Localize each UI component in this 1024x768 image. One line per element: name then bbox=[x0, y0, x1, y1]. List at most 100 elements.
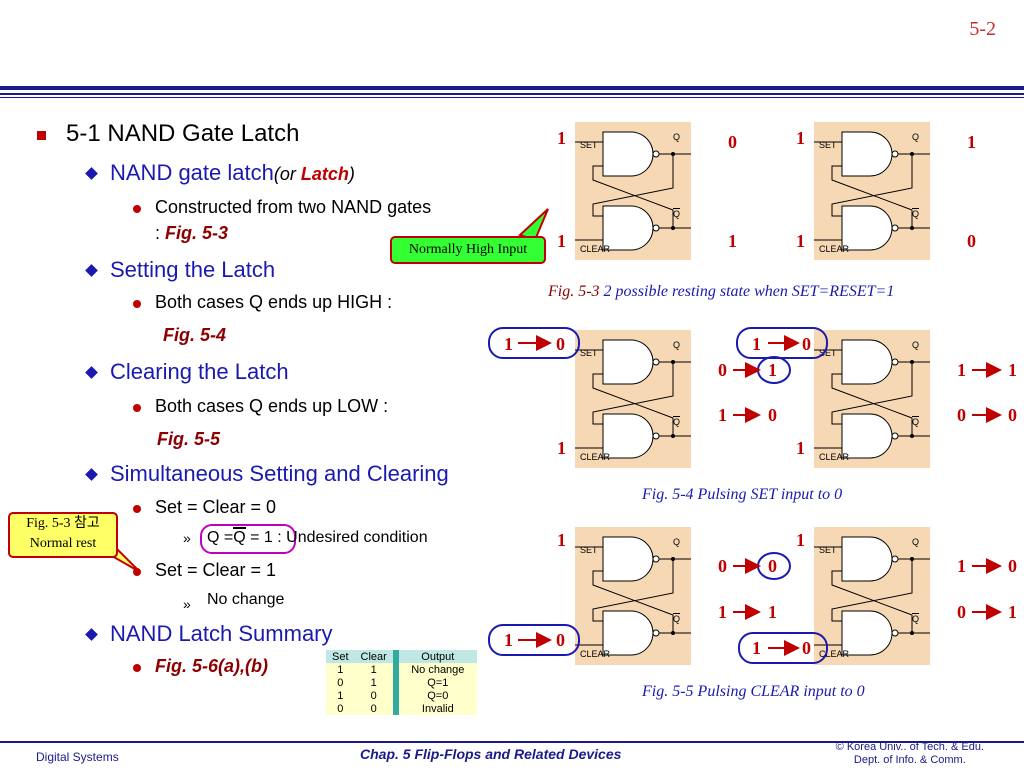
footer-rule bbox=[0, 741, 1024, 743]
undesired-highlight-circle bbox=[200, 524, 296, 554]
bullet-text: Constructed from two NAND gates bbox=[155, 197, 432, 217]
set-value: 1 bbox=[796, 128, 805, 148]
q-value-before: 1 bbox=[957, 556, 966, 576]
set-value: 1 bbox=[557, 128, 566, 148]
table-divider bbox=[392, 676, 399, 689]
footer-copyright: © Korea Univ.. of Tech. & Edu. bbox=[835, 741, 984, 753]
table-divider bbox=[392, 689, 399, 702]
fig54-caption: Fig. 5-4 Pulsing SET input to 0 bbox=[642, 486, 843, 503]
normal-rest-callout: Fig. 5-3 참고 Normal rest bbox=[8, 512, 118, 558]
table-cell: Invalid bbox=[398, 702, 477, 715]
clear-value-after: 0 bbox=[556, 630, 565, 650]
header-rule-thinnest bbox=[0, 97, 1024, 98]
table-divider bbox=[392, 702, 399, 715]
footer-left: Digital Systems bbox=[36, 750, 119, 764]
clear-label: CLEAR bbox=[819, 452, 850, 462]
table-header: Output bbox=[398, 650, 477, 663]
table-cell: 1 bbox=[326, 663, 355, 676]
highlight-circle bbox=[488, 624, 580, 656]
dot-bullet-icon bbox=[133, 664, 141, 672]
set-value: 1 bbox=[796, 530, 805, 550]
latch-circuit-fig53-right: SET CLEAR Q Q bbox=[813, 121, 945, 265]
clear-value-after: 0 bbox=[802, 638, 811, 658]
paren-close: ) bbox=[348, 164, 355, 184]
footer-chapter: Chap. 5 Flip-Flops and Related Devices bbox=[360, 746, 622, 762]
table-cell: 1 bbox=[326, 689, 355, 702]
clear-label: CLEAR bbox=[819, 649, 850, 659]
qbar-value-after: 0 bbox=[768, 405, 777, 425]
sub-bullet-marker: » bbox=[183, 596, 191, 612]
paren-open: (or bbox=[273, 164, 301, 184]
header-rule bbox=[0, 86, 1024, 90]
latch-circuit-fig53-left: SET CLEAR Q Q bbox=[574, 121, 706, 265]
dot-bullet-icon bbox=[133, 568, 141, 576]
table-header: Set bbox=[326, 650, 355, 663]
clear-label: CLEAR bbox=[580, 452, 611, 462]
normally-high-callout: Normally High Input bbox=[390, 236, 546, 264]
table-cell: 1 bbox=[354, 676, 393, 689]
clear-label: CLEAR bbox=[580, 649, 611, 659]
qbar-output-label: Q bbox=[912, 416, 920, 427]
table-cell: Q=0 bbox=[398, 689, 477, 702]
table-header: Clear bbox=[354, 650, 393, 663]
q-value-before: 0 bbox=[718, 556, 727, 576]
bullet-text: Set = Clear = 0 bbox=[155, 497, 277, 517]
page-number: 5-2 bbox=[969, 18, 996, 40]
undesired-text: : Undesired condition bbox=[272, 529, 428, 546]
q-value: 0 bbox=[728, 132, 737, 152]
qbar-output-label: Q bbox=[673, 613, 681, 624]
fig55-caption: Fig. 5-5 Pulsing CLEAR input to 0 bbox=[642, 683, 865, 700]
latch-circuit-fig54-left: SET CLEAR Q Q bbox=[574, 329, 706, 473]
highlight-circle bbox=[738, 632, 828, 664]
clear-value: 1 bbox=[796, 231, 805, 251]
clear-label: CLEAR bbox=[819, 244, 850, 254]
q-value-after: 0 bbox=[1008, 556, 1017, 576]
qbar-output-label: Q bbox=[912, 613, 920, 624]
table-cell: No change bbox=[398, 663, 477, 676]
section-setting-latch: Setting the Latch bbox=[110, 257, 276, 282]
dot-bullet-icon bbox=[133, 404, 141, 412]
clear-value-before: 1 bbox=[752, 638, 761, 658]
eq-one: = 1 bbox=[250, 529, 273, 546]
qbar-output-label: Q bbox=[673, 416, 681, 427]
set-label: SET bbox=[819, 140, 837, 150]
section-simultaneous: Simultaneous Setting and Clearing bbox=[110, 461, 449, 486]
footer-right: © Korea Univ.. of Tech. & Edu. Dept. of … bbox=[836, 741, 984, 767]
table-cell: 1 bbox=[354, 663, 393, 676]
qbar-value: 1 bbox=[728, 231, 737, 251]
highlight-circle bbox=[488, 327, 580, 359]
table-cell: Q=1 bbox=[398, 676, 477, 689]
callout-line: Fig. 5-3 참고 bbox=[26, 516, 100, 531]
set-label: SET bbox=[819, 545, 837, 555]
q-output-label: Q bbox=[673, 537, 681, 547]
set-label: SET bbox=[580, 140, 598, 150]
q-value-after: 1 bbox=[768, 360, 777, 380]
section-label: NAND gate latch bbox=[110, 160, 274, 185]
table-divider bbox=[392, 650, 399, 663]
set-label: SET bbox=[580, 545, 598, 555]
set-value-after: 0 bbox=[556, 334, 565, 354]
qbar-value-after: 1 bbox=[1008, 602, 1017, 622]
q-value-after: 1 bbox=[1008, 360, 1017, 380]
set-value-before: 1 bbox=[752, 334, 761, 354]
latch-circuit-fig55-left: SET CLEAR Q Q bbox=[574, 526, 706, 670]
dot-bullet-icon bbox=[133, 205, 141, 213]
qbar-value-before: 1 bbox=[718, 405, 727, 425]
dot-bullet-icon bbox=[133, 300, 141, 308]
q-output-label: Q bbox=[912, 537, 920, 547]
set-value-before: 1 bbox=[504, 334, 513, 354]
latch-word: Latch bbox=[300, 164, 349, 184]
qbar-label: Q bbox=[233, 527, 246, 546]
slide-title: 5-1 NAND Gate Latch bbox=[66, 120, 300, 147]
fig-ref: Fig. 5-4 bbox=[163, 325, 227, 345]
table-header-row: Set Clear Output bbox=[326, 650, 477, 663]
table-cell: 0 bbox=[354, 689, 393, 702]
dot-bullet-icon bbox=[133, 505, 141, 513]
fig53-caption: Fig. 5-3 2 possible resting state when S… bbox=[548, 283, 894, 301]
qbar-value-before: 0 bbox=[957, 405, 966, 425]
